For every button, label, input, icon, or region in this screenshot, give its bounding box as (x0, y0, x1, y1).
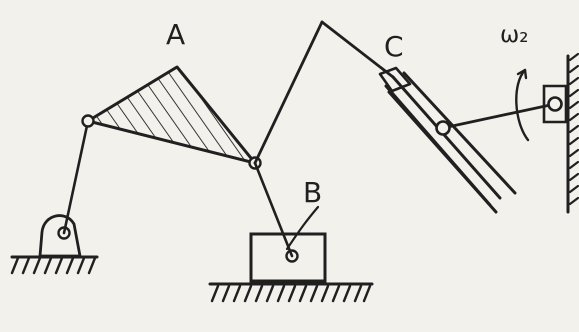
guide-rail-top (402, 71, 517, 195)
slider-block-b: B (249, 176, 327, 283)
right-pin-housing (542, 84, 568, 124)
omega-arc (515, 68, 530, 142)
label-c: C (384, 30, 404, 63)
left-pin-bracket (38, 214, 82, 258)
guide-rail-bottom (387, 90, 498, 214)
label-b-leader (285, 205, 320, 251)
slider-block-joint (285, 249, 299, 263)
slider-c-head (378, 66, 412, 93)
label-b: B (303, 176, 322, 209)
right-wall-hatch (568, 52, 579, 206)
omega-arrowhead (516, 68, 528, 80)
triangle-left-joint (81, 114, 95, 128)
arm-slider-joint (435, 120, 451, 136)
left-ground-hatch (10, 256, 97, 275)
upper-link-left-segment (253, 20, 324, 165)
bottom-ground-hatch (210, 284, 372, 303)
triangle-link-a: A (81, 18, 262, 170)
right-pin-joint (547, 96, 563, 112)
right-rotating-link (441, 102, 557, 130)
bottom-ground (208, 282, 374, 303)
triangle-link-a-body (86, 65, 257, 165)
label-omega: ω₂ (500, 22, 528, 48)
label-a: A (166, 18, 185, 51)
right-rotating-arm: ω₂ (435, 22, 579, 214)
slider-block-body (249, 232, 327, 283)
left-crank-link (62, 119, 90, 235)
guide-outer-edge-top (391, 75, 502, 200)
guide-slider-c: C (378, 30, 517, 214)
slider-connecting-link (253, 161, 294, 258)
left-ground-support (10, 214, 99, 275)
upper-link-right-segment (320, 20, 395, 79)
